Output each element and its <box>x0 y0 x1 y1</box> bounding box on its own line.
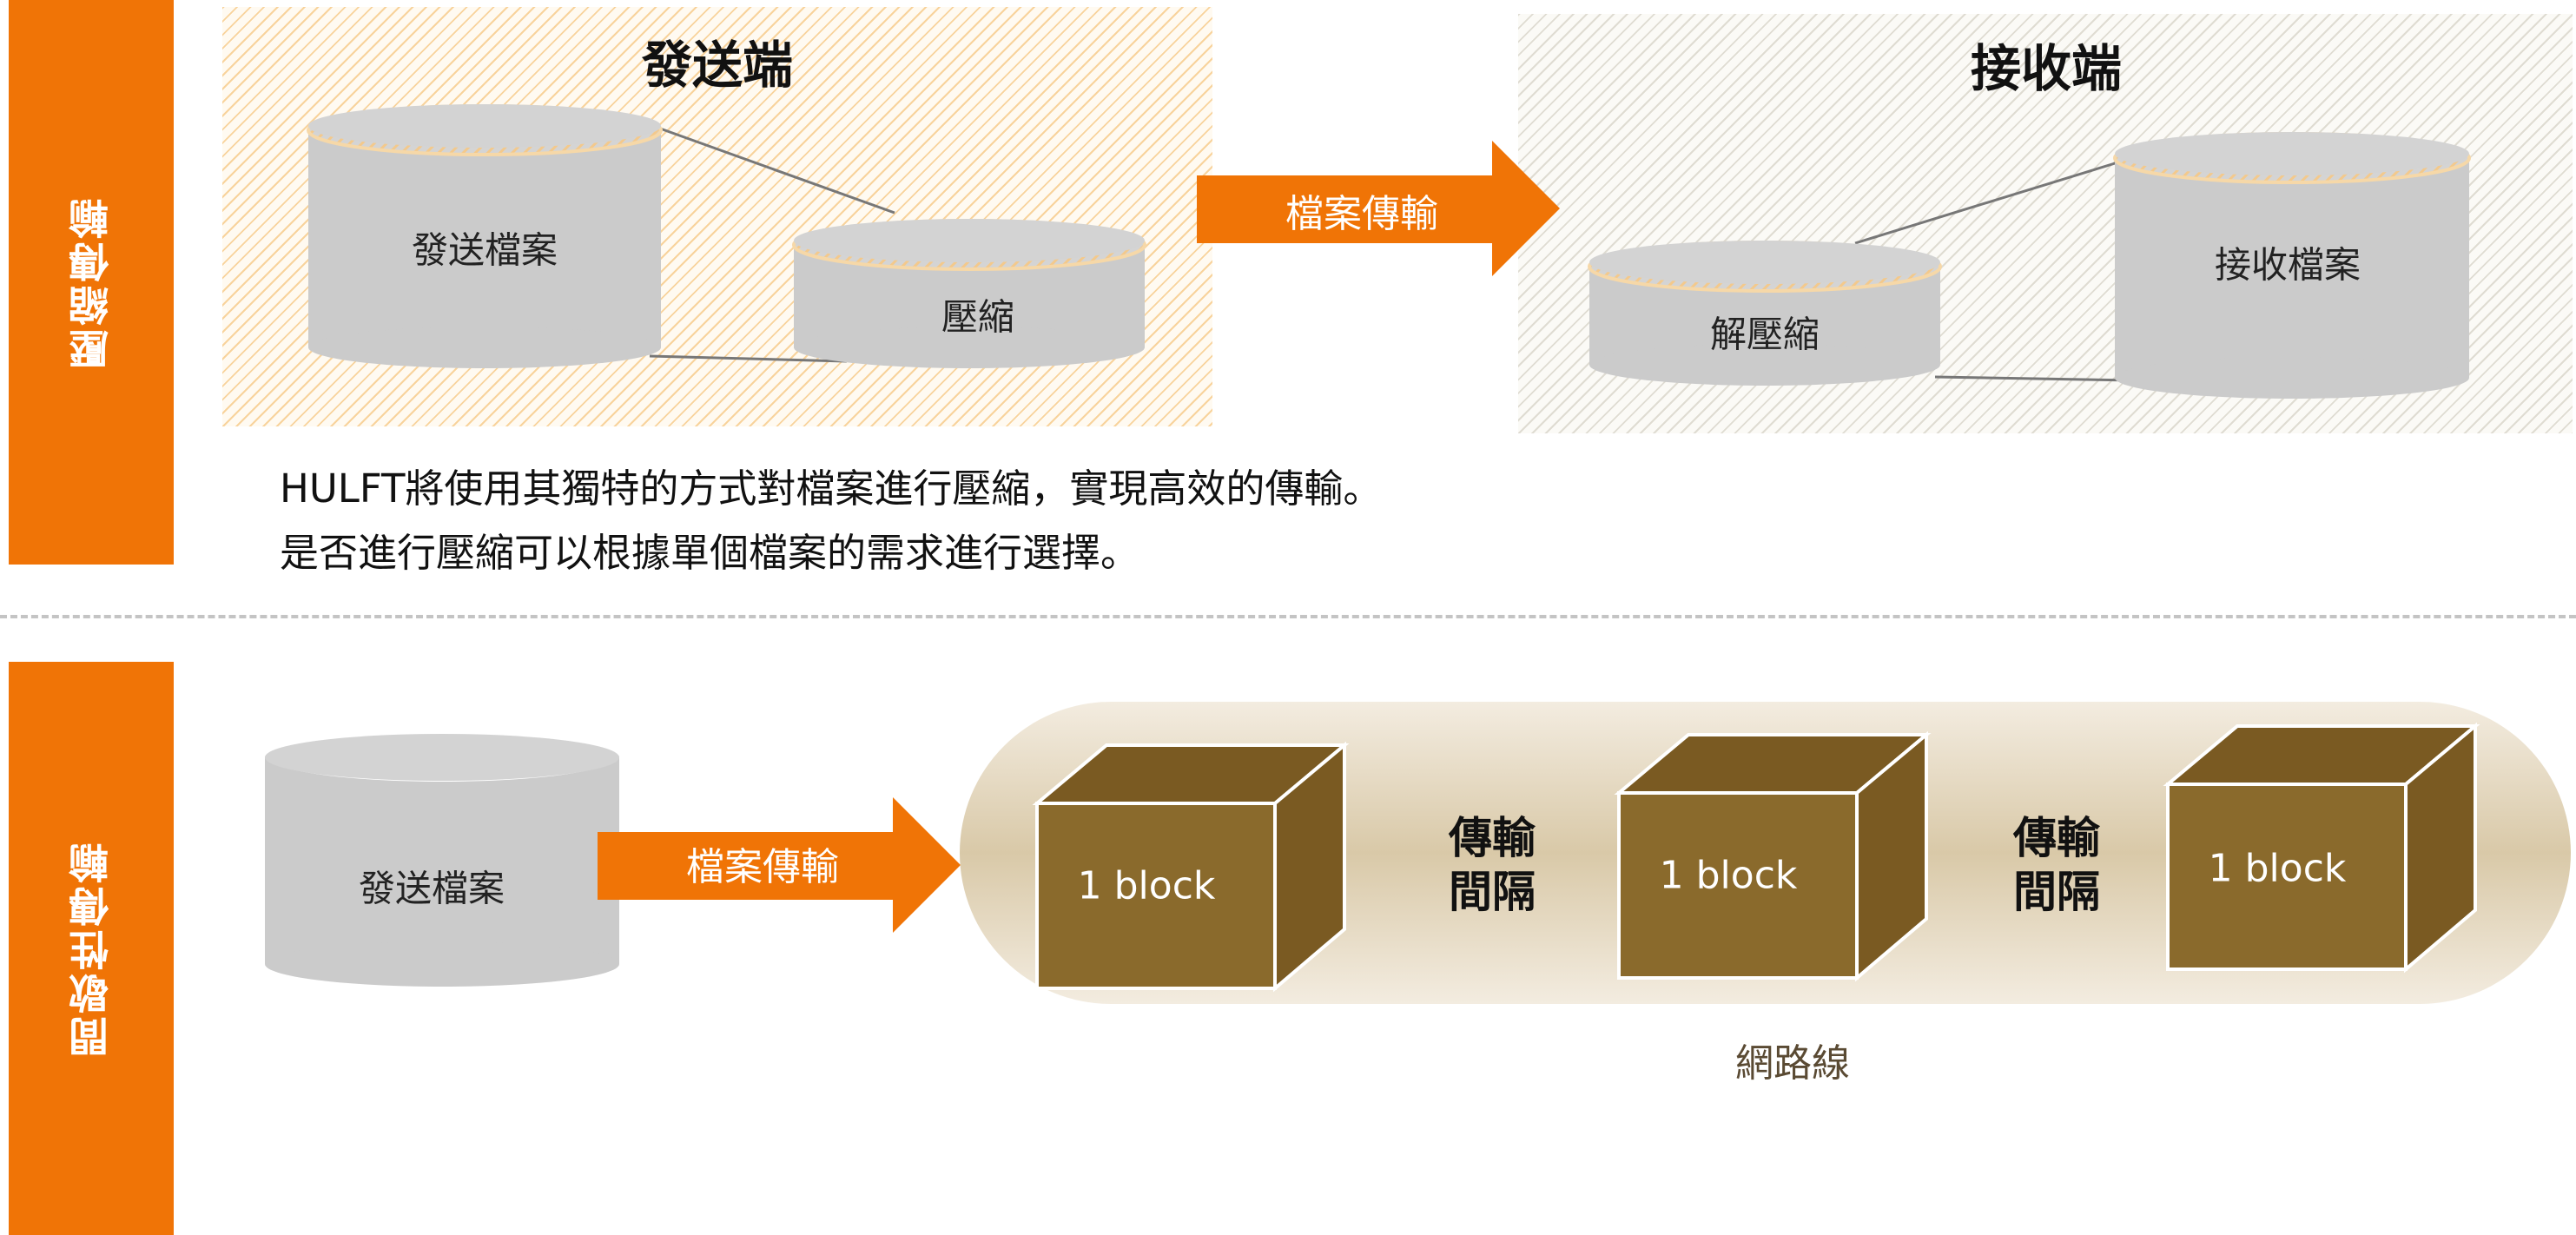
transfer-interval-2: 傳輸 間隔 <box>2013 811 2100 919</box>
compression-side-tab: 壓縮傳輸 <box>9 0 174 565</box>
description-line-1: HULFT將使用其獨特的方式對檔案進行壓縮，實現高效的傳輸。 <box>280 466 1383 512</box>
send-file-cylinder <box>307 104 663 368</box>
interval-line-2: 間隔 <box>2013 867 2100 917</box>
transfer-arrow-bottom-label: 檔案傳輸 <box>686 845 839 889</box>
connector-line <box>1854 159 2124 245</box>
transfer-arrow-bottom <box>598 797 961 933</box>
transfer-arrow-top-label: 檔案傳輸 <box>1285 192 1438 236</box>
receive-file-label: 接收檔案 <box>2214 243 2361 287</box>
transfer-interval-1: 傳輸 間隔 <box>1449 811 1536 919</box>
interval-line-1: 傳輸 <box>2013 813 2100 863</box>
description-line-2: 是否進行壓縮可以根據單個檔案的需求進行選擇。 <box>280 530 1140 576</box>
interval-line-1: 傳輸 <box>1449 813 1536 863</box>
intermittent-side-tab: 間歇性傳輸 <box>9 662 174 1235</box>
receive-file-cylinder <box>2113 132 2471 399</box>
decompress-cylinder <box>1588 241 1942 386</box>
send-file-cylinder-bottom <box>265 730 619 987</box>
connector-line <box>649 354 848 363</box>
send-file-label: 發送檔案 <box>411 228 558 272</box>
section-divider <box>0 615 2576 618</box>
sender-title: 發送端 <box>641 36 794 95</box>
block-3 <box>2163 722 2480 974</box>
transfer-arrow-top <box>1197 141 1560 276</box>
block-3-label: 1 block <box>2208 846 2347 891</box>
decompress-label: 解壓縮 <box>1709 313 1820 356</box>
block-1 <box>1032 741 1350 993</box>
compress-label: 壓縮 <box>941 295 1015 339</box>
block-2-label: 1 block <box>1659 853 1798 898</box>
connector-line <box>659 127 895 215</box>
connector-line <box>1934 375 2137 382</box>
block-2 <box>1614 730 1932 982</box>
receiver-title: 接收端 <box>1970 39 2123 98</box>
interval-line-2: 間隔 <box>1449 867 1536 917</box>
block-1-label: 1 block <box>1077 863 1216 908</box>
network-line-label: 網路線 <box>1735 1041 1850 1086</box>
compress-cylinder <box>792 219 1146 368</box>
send-file-bottom-label: 發送檔案 <box>358 867 505 910</box>
